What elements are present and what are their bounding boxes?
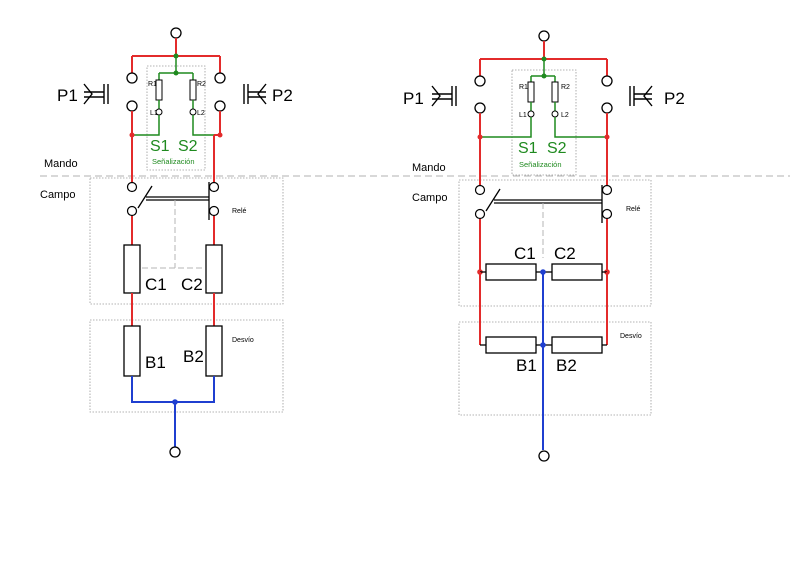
coil-c2-right <box>551 263 603 281</box>
motor-b2-label-right: B2 <box>556 356 577 375</box>
relay-contact-1-left <box>126 181 138 193</box>
signal-box-label-right: Señalización <box>519 160 562 169</box>
motor-b2-left <box>205 325 223 377</box>
top-terminal-left <box>170 27 182 39</box>
bottom-terminal-right <box>538 450 550 462</box>
left-schematic: P1 P2 R1 R2 L1 L2 S1 S2 Señalización <box>57 27 293 458</box>
zone-label-mando-right: Mando <box>412 162 446 174</box>
p2-contact-bottom-left <box>214 100 226 112</box>
motor-b1-label-left: B1 <box>145 353 166 372</box>
zone-label-mando-left: Mando <box>44 158 78 170</box>
coil-c2-label-right: C2 <box>554 244 576 263</box>
p2-contact-bottom-right <box>601 102 613 114</box>
coil-c1-label-left: C1 <box>145 275 167 294</box>
pushbutton-p1-symbol-right <box>431 85 457 107</box>
resistor-r2-left <box>189 79 197 101</box>
coil-c1-right <box>485 263 537 281</box>
r2-label-left: R2 <box>197 81 206 88</box>
r1-label-left: R1 <box>148 81 157 88</box>
motor-b1-right <box>485 336 537 354</box>
relay-contact-2-left <box>126 205 138 217</box>
signal-box-label-left: Señalización <box>152 157 195 166</box>
l2-label-left: L2 <box>197 110 205 117</box>
lamp-l2-left <box>189 108 197 116</box>
lamp-l1-right <box>527 110 535 118</box>
r1-label-right: R1 <box>519 84 528 91</box>
p1-contact-top-right <box>474 75 486 87</box>
diverter-box-right <box>458 321 652 416</box>
pushbutton-p1-label-left: P1 <box>57 86 78 105</box>
lamp-l2-right <box>551 110 559 118</box>
relay-box-right <box>458 179 652 307</box>
coil-c2-left <box>205 244 223 294</box>
relay-contact-4-left <box>208 205 220 217</box>
diverter-label-right: Desvío <box>620 333 642 340</box>
p2-contact-top-left <box>214 72 226 84</box>
p2-contact-top-right <box>601 75 613 87</box>
signal-s1-label-right: S1 <box>518 140 538 157</box>
zone-label-campo-right: Campo <box>412 192 447 204</box>
pushbutton-p1-label-right: P1 <box>403 89 424 108</box>
diverter-label-left: Desvío <box>232 337 254 344</box>
pushbutton-p1-symbol-left <box>83 83 109 105</box>
coil-c2-label-left: C2 <box>181 275 203 294</box>
l1-label-right: L1 <box>519 112 527 119</box>
relay-contact-3-right <box>601 184 613 196</box>
relay-contact-4-right <box>601 208 613 220</box>
signal-box-right <box>511 69 577 176</box>
right-schematic: P1 P2 R1 R2 L1 L2 S1 S2 Señalización <box>403 30 685 462</box>
motor-b2-right <box>551 336 603 354</box>
relay-box-left <box>89 177 284 305</box>
motor-b2-label-left: B2 <box>183 347 204 366</box>
resistor-r2-right <box>551 81 559 103</box>
pushbutton-p2-symbol-left <box>243 83 267 105</box>
l1-label-left: L1 <box>150 110 158 117</box>
bottom-terminal-left <box>169 446 181 458</box>
top-terminal-right <box>538 30 550 42</box>
zone-label-campo-left: Campo <box>40 189 75 201</box>
relay-contact-2-right <box>474 208 486 220</box>
pushbutton-p2-symbol-right <box>629 85 653 107</box>
relay-label-left: Relé <box>232 208 247 215</box>
diverter-box-left <box>89 319 284 413</box>
coil-c1-label-right: C1 <box>514 244 536 263</box>
coil-c1-left <box>123 244 141 294</box>
relay-label-right: Relé <box>626 206 641 213</box>
pushbutton-p2-label-left: P2 <box>272 86 293 105</box>
signal-s2-label-left: S2 <box>178 138 198 155</box>
motor-b1-left <box>123 325 141 377</box>
signal-s2-label-right: S2 <box>547 140 567 157</box>
motor-b1-label-right: B1 <box>516 356 537 375</box>
pushbutton-p2-label-right: P2 <box>664 89 685 108</box>
p1-contact-bottom-left <box>126 100 138 112</box>
p1-contact-top-left <box>126 72 138 84</box>
resistor-r1-right <box>527 81 535 103</box>
p1-contact-bottom-right <box>474 102 486 114</box>
l2-label-right: L2 <box>561 112 569 119</box>
r2-label-right: R2 <box>561 84 570 91</box>
relay-contact-3-left <box>208 181 220 193</box>
signal-s1-label-left: S1 <box>150 138 170 155</box>
relay-contact-1-right <box>474 184 486 196</box>
